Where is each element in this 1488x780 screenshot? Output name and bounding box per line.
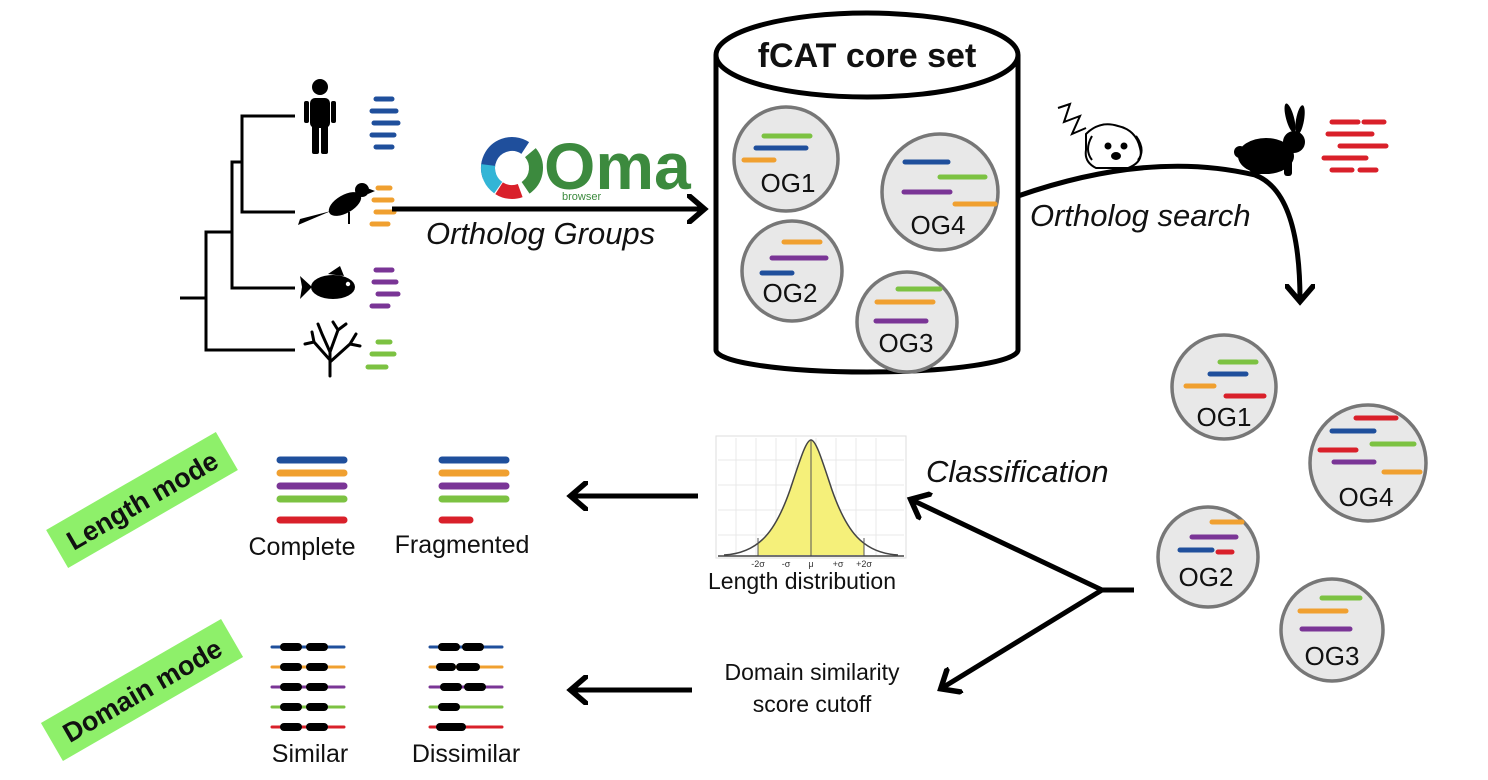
dog-icon [1057,102,1143,169]
fish-gene-bars [369,267,401,309]
oma-logo-word: Oma [544,129,692,203]
core-set-title: fCAT core set [758,37,977,75]
core-og4-label: OG4 [911,210,966,240]
search-og3-circle: OG3 [1279,577,1385,683]
tick-plus-2sigma: +2σ [856,559,872,569]
tick-minus-2sigma: -2σ [751,559,765,569]
fragmented-label: Fragmented [395,531,530,559]
ortholog-groups-caption: Ortholog Groups [426,216,655,251]
search-og4-circle: OG4 [1308,403,1428,523]
coral-icon [303,320,362,378]
rabbit-gene-bars [1321,119,1389,173]
bird-icon [298,183,375,225]
domain-cutoff-line2: score cutoff [753,691,872,717]
oma-logo-ring-cyan [481,137,543,199]
domain-cutoff-line1: Domain similarity [724,659,900,685]
human-gene-bars [369,96,401,150]
core-og2-circle: OG2 [740,219,844,323]
phylogenetic-tree [180,114,295,352]
search-og3-label: OG3 [1305,641,1360,671]
core-og4-circle: OG4 [880,132,1000,252]
search-og4-label: OG4 [1339,482,1394,512]
length-mode-badge: Length mode [46,431,238,569]
complete-gene-set [276,456,348,524]
length-distribution-chart: -2σ -σ μ +σ +2σ [715,435,907,569]
search-og1-label: OG1 [1197,402,1252,432]
core-og1-label: OG1 [761,168,816,198]
tick-mu: μ [808,559,813,569]
human-icon [304,79,336,154]
classification-caption: Classification [926,454,1109,489]
ortholog-search-caption: Ortholog search [1030,198,1251,233]
oma-logo-sub: browser [562,191,601,203]
rabbit-icon [1234,103,1305,176]
fish-icon [300,266,355,299]
coral-gene-bars [365,339,397,370]
complete-label: Complete [249,533,356,561]
core-og3-circle: OG3 [855,270,959,374]
fragmented-gene-set [438,456,510,524]
oma-logo-ring-green [481,137,543,200]
search-og2-circle: OG2 [1156,505,1260,609]
dissimilar-gene-set [428,643,504,731]
core-og2-label: OG2 [763,278,818,308]
ortholog-search-arrow [1017,163,1300,300]
core-og3-label: OG3 [879,328,934,358]
tick-plus-sigma: +σ [833,559,844,569]
search-og1-circle: OG1 [1170,333,1278,441]
length-distribution-caption: Length distribution [708,568,896,594]
dissimilar-label: Dissimilar [412,740,520,768]
oma-logo: Oma browser [480,129,692,203]
similar-gene-set [270,643,346,731]
domain-mode-badge: Domain mode [40,618,244,762]
bird-gene-bars [369,185,397,227]
tick-minus-sigma: -σ [782,559,791,569]
core-og1-circle: OG1 [732,105,840,213]
similar-label: Similar [272,740,348,768]
search-og2-label: OG2 [1179,562,1234,592]
domain-mode-label: Domain mode [58,633,228,748]
length-mode-label: Length mode [62,446,224,557]
classification-bracket [912,500,1134,688]
